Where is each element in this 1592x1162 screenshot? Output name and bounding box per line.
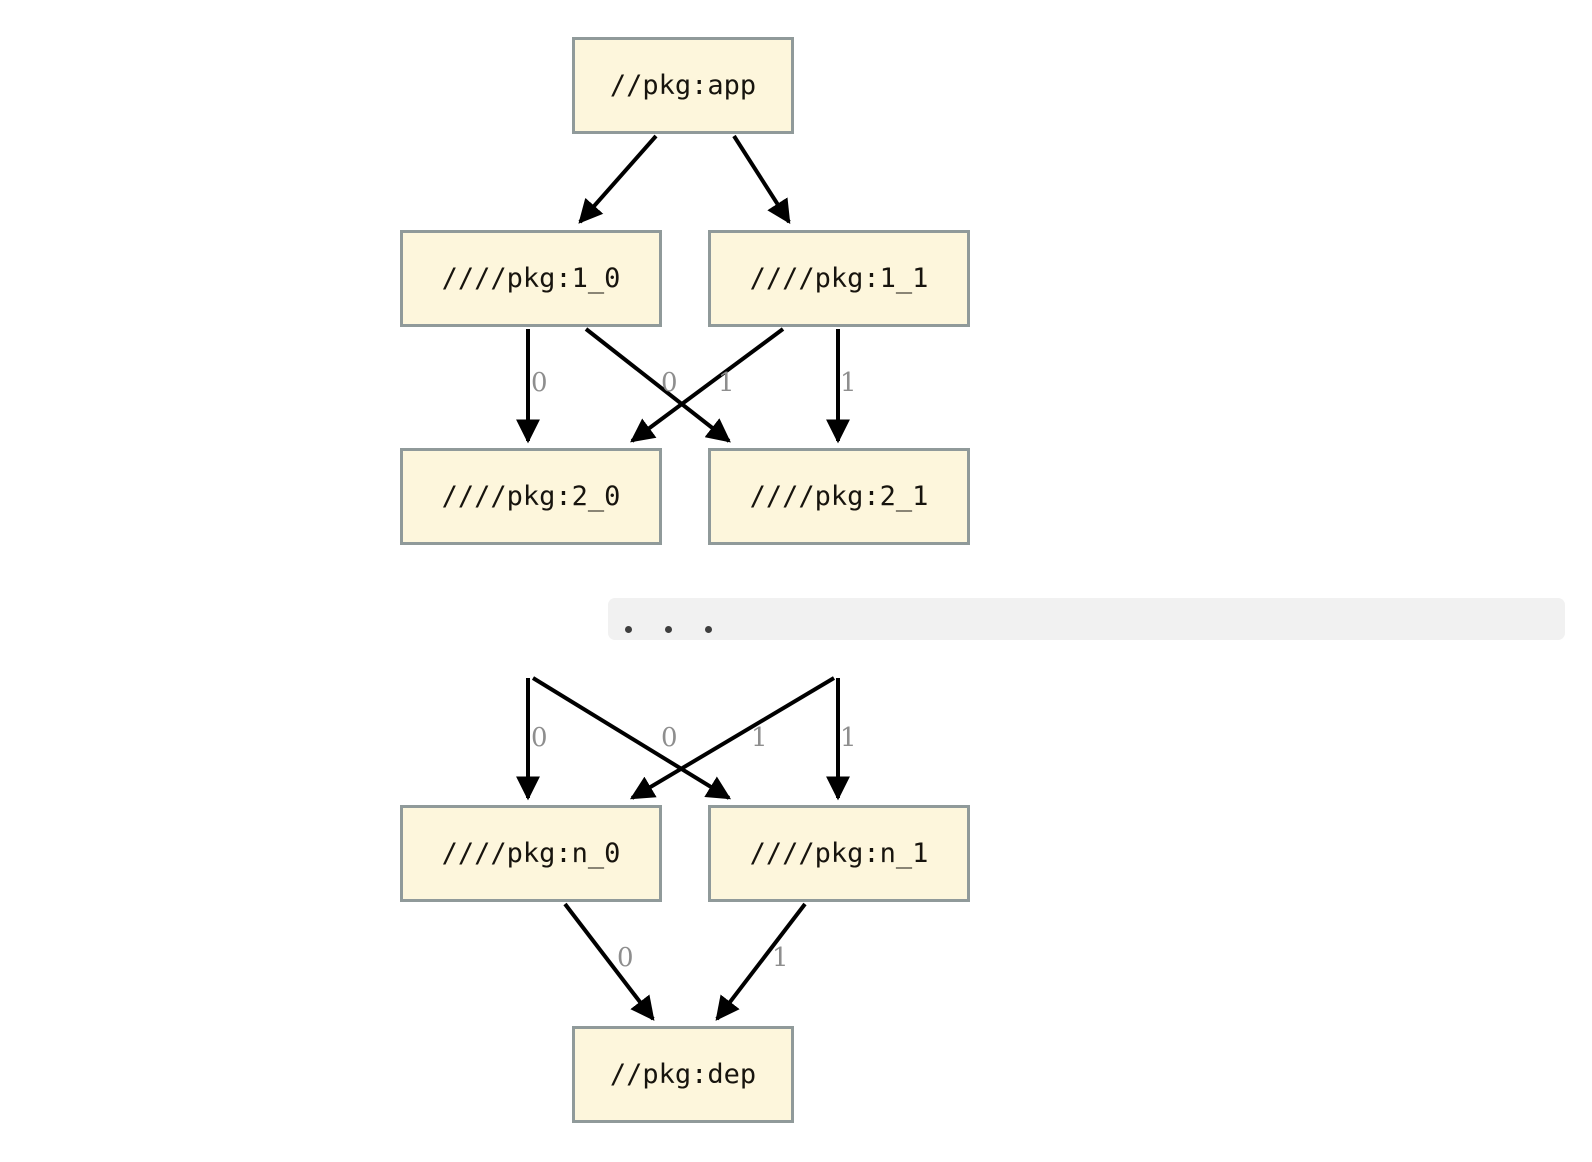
- edge-label-n_1-dep: 1: [772, 943, 789, 973]
- edge-label-dangling-n_0-b: 1: [751, 723, 768, 753]
- node-pkg-1_1[interactable]: ////pkg:1_1: [708, 230, 970, 327]
- node-label: ////pkg:1_1: [749, 263, 929, 294]
- node-label: ////pkg:2_1: [749, 481, 929, 512]
- edge-1_1-to-2_0: [630, 327, 785, 443]
- edge-label-dangling-n_1-a: 0: [661, 723, 678, 753]
- edge-label-1_0-2_0: 0: [531, 368, 548, 398]
- edge-label-dangling-n_0-a: 0: [531, 723, 548, 753]
- node-label: ////pkg:n_0: [441, 838, 621, 869]
- node-label: //pkg:dep: [609, 1059, 757, 1090]
- node-label: ////pkg:2_0: [441, 481, 621, 512]
- edge-app-to-1_1: [732, 134, 791, 225]
- node-pkg-n_1[interactable]: ////pkg:n_1: [708, 805, 970, 902]
- edge-1_0-to-2_1: [584, 327, 731, 443]
- edge-label-dangling-n_1-b: 1: [840, 723, 857, 753]
- edge-label-1_0-2_1: 0: [661, 368, 678, 398]
- node-label: ////pkg:n_1: [749, 838, 929, 869]
- edge-dangling-cross-to-n_1: [531, 676, 732, 800]
- ellipsis-separator-band: [608, 598, 1565, 640]
- ellipsis-dot-2: [665, 626, 672, 633]
- node-pkg-2_1[interactable]: ////pkg:2_1: [708, 448, 970, 545]
- edge-n_1-to-dep: [715, 902, 807, 1021]
- ellipsis-dot-1: [625, 626, 632, 633]
- node-pkg-app[interactable]: //pkg:app: [572, 37, 794, 134]
- edge-app-to-1_0: [578, 134, 658, 224]
- ellipsis-dots: [625, 626, 745, 633]
- node-pkg-1_0[interactable]: ////pkg:1_0: [400, 230, 662, 327]
- edge-label-1_1-2_0: 1: [718, 368, 735, 398]
- edge-label-1_1-2_1: 1: [840, 368, 857, 398]
- ellipsis-dot-3: [705, 626, 712, 633]
- node-pkg-n_0[interactable]: ////pkg:n_0: [400, 805, 662, 902]
- node-pkg-2_0[interactable]: ////pkg:2_0: [400, 448, 662, 545]
- node-label: ////pkg:1_0: [441, 263, 621, 294]
- edge-label-n_0-dep: 0: [617, 943, 634, 973]
- edge-n_0-to-dep: [563, 902, 655, 1021]
- node-pkg-dep[interactable]: //pkg:dep: [572, 1026, 794, 1123]
- node-label: //pkg:app: [609, 70, 757, 101]
